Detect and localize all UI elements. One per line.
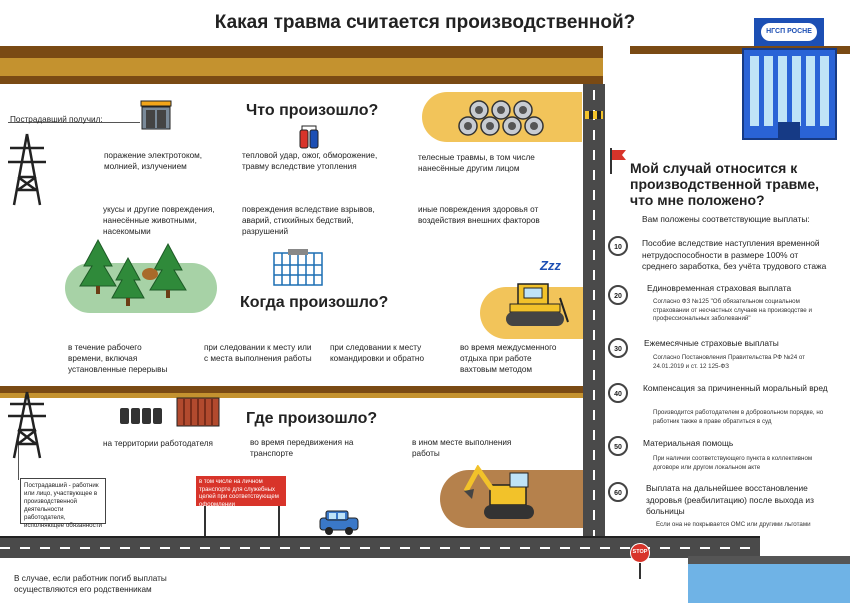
what-item-3: телесные травмы, в том числе нанесённые … [418,153,535,173]
payment-title: Выплата на дальнейшее восстановление здо… [646,483,814,516]
cage-icon [272,247,324,287]
where-item-2: во время передвижения на транспорте [250,438,354,458]
factory-gate-icon [140,100,172,130]
what-item-2: тепловой удар, ожог, обморожение, травму… [242,151,378,171]
payment-badge: 30 [608,338,628,358]
pipes-icon [450,98,550,138]
office-building: НГСП РОСНЕ [742,18,837,140]
fire-extinguisher-icon [296,124,322,150]
page-title: Какая травма считается производственной? [214,12,636,33]
when-item-1: в течение рабочего времени, включая уста… [68,343,168,374]
barrels-icon [118,405,164,425]
transport-note: в том числе на личном транспорте для слу… [196,476,286,508]
where-heading: Где произошло? [246,410,378,427]
payment-badge: 40 [608,383,628,403]
signpost-pole [204,506,206,536]
victim-label: Пострадавший получил: [10,115,103,124]
middle-band [0,386,583,393]
payment-title: Компенсация за причиненный моральный вре… [643,383,828,393]
when-item-2: при следовании к месту или с места выпол… [204,343,312,363]
car-icon [316,508,362,536]
sleep-icon: Zzz [540,258,561,273]
container-icon [176,397,220,427]
water [688,560,850,603]
top-band [0,46,603,58]
payment-badge: 10 [608,236,628,256]
payment-title: Единовременная страховая выплата [647,283,792,293]
when-item-4: во время междусменного отдыха при работе… [460,343,557,374]
road-edge [0,536,760,538]
what-item-4: укусы и другие повреждения, нанесённые ж… [103,205,215,236]
stop-sign-pole [639,563,641,579]
top-band-right [630,46,850,54]
payment-badge: 50 [608,436,628,456]
payment-title: Ежемесячные страховые выплаты [644,338,779,348]
what-item-5: повреждения вследствие взрывов, аварий, … [242,205,375,236]
bottom-road-dash [0,547,760,549]
what-item-6: иные повреждения здоровья от воздействия… [418,205,540,225]
payment-badge: 60 [608,482,628,502]
what-item-1: поражение электротоком, молнией, излучен… [104,151,203,171]
vertical-road-dash [593,90,595,540]
left-wire [8,122,140,123]
middle-band-inner [0,393,583,398]
pier [688,556,850,564]
top-band-inner [0,58,603,76]
victim-definition: Пострадавший - работник или лицо, участв… [20,478,106,529]
payment-note: Производится работодателем в добровольно… [653,409,824,425]
power-tower-icon [6,132,48,207]
when-heading: Когда произошло? [240,294,389,311]
where-item-3: в ином месте выполнения работы [412,438,512,458]
payment-note: Согласно Постановления Правительства РФ … [653,354,806,370]
payment-note: При наличии соответствующего пункта в ко… [653,455,813,471]
forest-icon [78,238,188,310]
payment-badge: 20 [608,285,628,305]
barrier-icon [585,111,603,119]
payment-note: Согласно ФЗ №125 "Об обязательном социал… [653,298,812,322]
payment-title: Материальная помощь [643,438,734,448]
payment-note: Если она не покрывается ОМС или другими … [656,521,811,528]
top-band-lower [0,76,603,84]
where-item-1: на территории работодателя [103,439,213,448]
power-tower-icon [6,390,48,460]
left-wire-vertical [18,440,19,480]
what-heading: Что произошло? [246,102,379,119]
signpost-pole [278,506,280,536]
bulldozer-icon [500,278,570,328]
excavator-icon [462,464,552,523]
company-logo: НГСП РОСНЕ [759,21,819,43]
payment-title: Пособие вследствие наступления временной… [642,238,827,271]
right-panel-intro: Вам положены соответствующие выплаты: [642,214,810,224]
right-panel-heading: Мой случай относится к производственной … [630,160,820,208]
death-note: В случае, если работник погиб выплаты ос… [14,574,167,594]
when-item-3: при следовании к месту командировки и об… [330,343,425,363]
flag-icon [608,148,628,174]
stop-sign-icon: STOP [630,543,650,563]
